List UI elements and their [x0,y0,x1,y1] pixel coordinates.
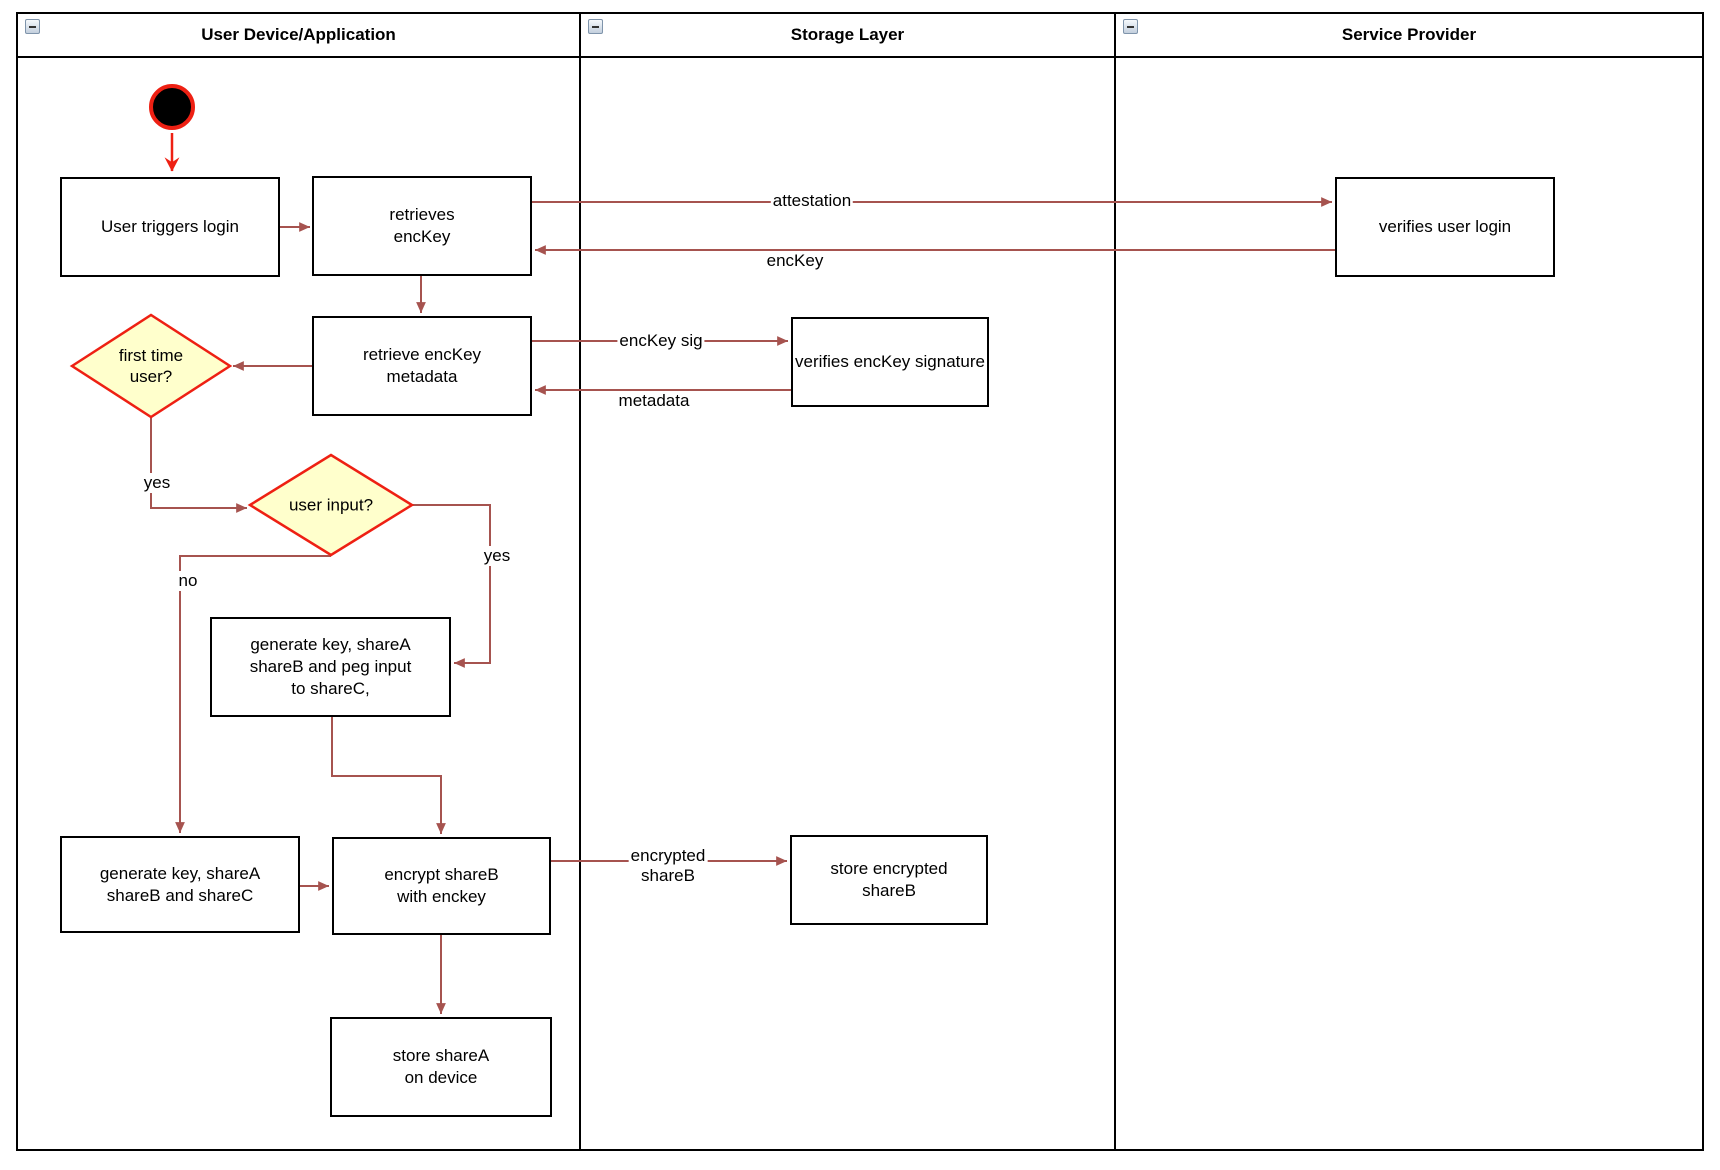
collapse-icon[interactable] [1123,19,1138,34]
start-node[interactable] [149,84,195,130]
node-encrypt-shareb[interactable]: encrypt shareB with enckey [332,837,551,935]
minus-glyph [592,25,599,28]
edge-no-userinput [175,555,331,833]
collapse-icon[interactable] [25,19,40,34]
edge-yes-userinput [412,504,491,668]
edge-label-yes-first: yes [141,473,173,493]
lane-title: User Device/Application [201,25,396,44]
edge-label-yes-second: yes [481,546,513,566]
pool-border [16,12,1704,1151]
edge-label-enckey-sig: encKey sig [617,331,705,351]
minus-glyph [1127,25,1134,28]
edge-peg-to-encrypt [331,717,446,834]
node-store-encrypted-shareb[interactable]: store encrypted shareB [790,835,988,925]
node-retrieves-enckey[interactable]: retrieves encKey [312,176,532,276]
node-label: verifies encKey signature [795,352,985,371]
decision-user-input[interactable] [247,453,415,557]
node-generate-key-peg[interactable]: generate key, shareA shareB and peg inpu… [210,617,451,717]
edge-label-metadata: metadata [616,391,692,411]
decision-first-time-user[interactable] [69,313,233,419]
lane-header-user-device[interactable]: User Device/Application [17,13,580,57]
lane-header-service-provider[interactable]: Service Provider [1115,13,1703,57]
lane-header-storage-layer[interactable]: Storage Layer [580,13,1115,57]
node-verifies-user-login[interactable]: verifies user login [1335,177,1555,277]
node-user-triggers-login[interactable]: User triggers login [60,177,280,277]
edge-label-attestation: attestation [770,191,854,211]
node-verifies-enckey-signature[interactable]: verifies encKey signature [791,317,989,407]
node-store-sharea[interactable]: store shareA on device [330,1017,552,1117]
edge-yes-firsttime [150,417,247,513]
collapse-icon[interactable] [588,19,603,34]
lane-title: Storage Layer [790,25,905,44]
edge-label-enckey: encKey [764,251,826,271]
minus-glyph [29,25,36,28]
edge-label-encrypted-shareb: encrypted shareB [628,846,708,886]
decision-label-first-time-user: first time user? [118,346,184,386]
lane-title: Service Provider [1341,25,1477,44]
decision-label-user-input: user input? [288,495,374,515]
edge-label-no: no [176,571,200,591]
node-retrieve-enckey-metadata[interactable]: retrieve encKey metadata [312,316,532,416]
node-generate-key-abc[interactable]: generate key, shareA shareB and shareC [60,836,300,933]
